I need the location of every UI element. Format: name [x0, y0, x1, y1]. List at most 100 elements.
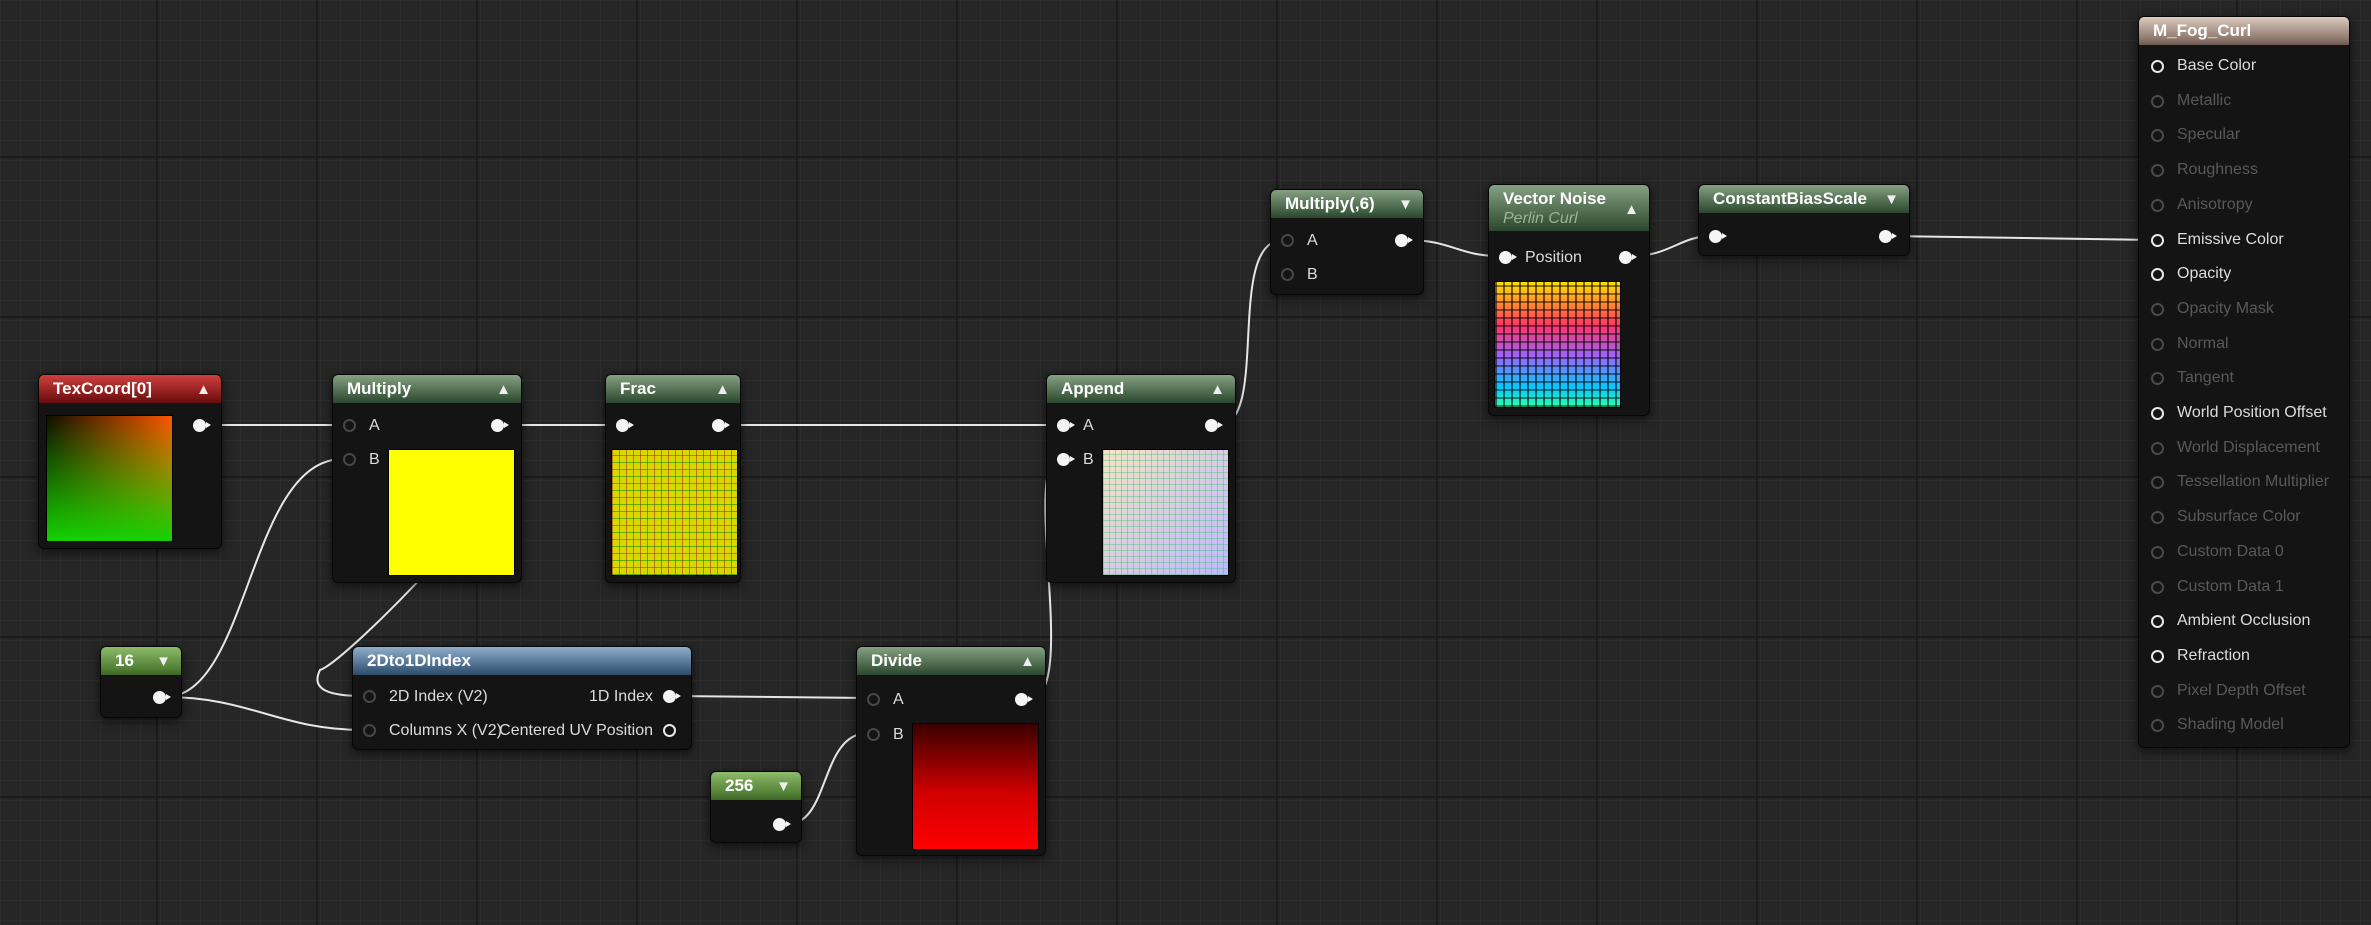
node-const16[interactable]: 16 ▼ — [100, 646, 182, 718]
material-pin-label: Shading Model — [2177, 716, 2284, 734]
node-subtitle: Perlin Curl — [1503, 210, 1578, 227]
input-pin-b[interactable] — [1281, 268, 1294, 281]
node-const16-header[interactable]: 16 ▼ — [101, 647, 181, 675]
node-frac-header[interactable]: Frac ▲ — [606, 375, 740, 403]
output-pin[interactable] — [712, 419, 730, 432]
material-pin-label: Metallic — [2177, 91, 2232, 109]
node-multiply6-header[interactable]: Multiply(,6) ▼ — [1271, 190, 1423, 218]
output-pin[interactable] — [773, 818, 791, 831]
input-pin-position[interactable] — [1499, 251, 1517, 264]
pin-label-a: A — [1307, 232, 1318, 249]
output-pin[interactable] — [1395, 234, 1413, 247]
node-cbs[interactable]: ConstantBiasScale ▼ — [1698, 184, 1910, 256]
output-pin[interactable] — [491, 419, 509, 432]
material-input-pin[interactable] — [2151, 302, 2164, 316]
pin-label-2d-index: 2D Index (V2) — [389, 688, 488, 705]
node-append-header[interactable]: Append ▲ — [1047, 375, 1235, 403]
node-append[interactable]: Append ▲ A B — [1046, 374, 1236, 583]
pin-label-b: B — [369, 451, 380, 468]
node-title: ConstantBiasScale — [1713, 189, 1867, 208]
output-pin-centered-uv[interactable] — [663, 724, 676, 737]
input-pin[interactable] — [1709, 230, 1727, 243]
node-vectornoise[interactable]: Vector Noise Perlin Curl ▲ Position — [1488, 184, 1650, 416]
input-pin-a[interactable] — [343, 419, 356, 432]
node-const256-header[interactable]: 256 ▼ — [711, 772, 801, 800]
output-pin[interactable] — [153, 691, 171, 704]
node-title: 2Dto1DIndex — [367, 651, 471, 670]
output-pin[interactable] — [1015, 693, 1033, 706]
node-multiply6[interactable]: Multiply(,6) ▼ A B — [1270, 189, 1424, 295]
node-cbs-header[interactable]: ConstantBiasScale ▼ — [1699, 185, 1909, 213]
expand-arrow-icon[interactable]: ▼ — [1398, 196, 1413, 213]
material-input-pin[interactable] — [2151, 337, 2164, 351]
material-input-pin[interactable] — [2151, 129, 2164, 143]
node-2dto1dindex-header[interactable]: 2Dto1DIndex — [353, 647, 691, 675]
material-pin-label: Pixel Depth Offset — [2177, 681, 2306, 699]
material-pin-label: Refraction — [2177, 646, 2250, 664]
material-input-pin[interactable] — [2151, 198, 2164, 212]
material-input-pin[interactable] — [2151, 476, 2164, 490]
material-input-pin[interactable] — [2151, 268, 2164, 282]
material-pin-label: Anisotropy — [2177, 195, 2253, 213]
material-input-pin[interactable] — [2151, 372, 2164, 386]
collapse-arrow-icon[interactable]: ▲ — [1020, 653, 1035, 670]
node-title: Multiply(,6) — [1285, 194, 1375, 213]
collapse-arrow-icon[interactable]: ▲ — [1624, 201, 1639, 218]
pin-label-b: B — [893, 726, 904, 743]
material-input-pin[interactable] — [2151, 233, 2164, 247]
collapse-arrow-icon[interactable]: ▲ — [496, 381, 511, 398]
material-input-pin[interactable] — [2151, 719, 2164, 733]
output-pin[interactable] — [1205, 419, 1223, 432]
output-pin[interactable] — [1619, 251, 1637, 264]
material-input-pin[interactable] — [2151, 545, 2164, 559]
material-input-pin[interactable] — [2151, 164, 2164, 178]
material-pin-label: World Position Offset — [2177, 404, 2327, 421]
input-pin[interactable] — [616, 419, 634, 432]
node-frac[interactable]: Frac ▲ — [605, 374, 741, 583]
node-texcoord-header[interactable]: TexCoord[0] ▲ — [39, 375, 221, 403]
collapse-arrow-icon[interactable]: ▲ — [715, 381, 730, 398]
node-texcoord[interactable]: TexCoord[0] ▲ — [38, 374, 222, 549]
material-input-pin[interactable] — [2151, 60, 2164, 73]
material-input-pin[interactable] — [2151, 615, 2164, 629]
material-input-pin[interactable] — [2151, 407, 2164, 420]
expand-arrow-icon[interactable]: ▼ — [776, 778, 791, 795]
collapse-arrow-icon[interactable]: ▲ — [196, 381, 211, 398]
pin-label-a: A — [369, 417, 380, 434]
material-input-pin[interactable] — [2151, 441, 2164, 455]
node-vectornoise-header[interactable]: Vector Noise Perlin Curl ▲ — [1489, 185, 1649, 231]
input-pin-a[interactable] — [867, 693, 880, 706]
output-pin-1d-index[interactable] — [663, 690, 681, 703]
material-pin-label: Ambient Occlusion — [2177, 612, 2311, 630]
pin-label-1d-index: 1D Index — [588, 688, 653, 705]
expand-arrow-icon[interactable]: ▼ — [1884, 191, 1899, 208]
output-pin[interactable] — [193, 419, 211, 432]
expand-arrow-icon[interactable]: ▼ — [156, 653, 171, 670]
material-header[interactable]: M_Fog_Curl — [2139, 17, 2349, 45]
input-pin-2d-index[interactable] — [363, 690, 376, 703]
node-divide[interactable]: Divide ▲ A B — [856, 646, 1046, 856]
node-const256[interactable]: 256 ▼ — [710, 771, 802, 843]
node-divide-header[interactable]: Divide ▲ — [857, 647, 1045, 675]
input-pin-columns[interactable] — [363, 724, 376, 737]
input-pin-b[interactable] — [867, 728, 880, 741]
preview-thumbnail — [1102, 449, 1229, 576]
material-pin-label: Emissive Color — [2177, 230, 2284, 248]
input-pin-a[interactable] — [1057, 419, 1075, 432]
input-pin-b[interactable] — [343, 453, 356, 466]
node-multiply-header[interactable]: Multiply ▲ — [333, 375, 521, 403]
input-pin-b[interactable] — [1057, 453, 1075, 466]
node-title: Append — [1061, 379, 1125, 398]
input-pin-a[interactable] — [1281, 234, 1294, 247]
material-input-pin[interactable] — [2151, 684, 2164, 698]
node-multiply[interactable]: Multiply ▲ A B — [332, 374, 522, 583]
collapse-arrow-icon[interactable]: ▲ — [1210, 381, 1225, 398]
material-input-pin[interactable] — [2151, 511, 2164, 525]
node-2dto1dindex[interactable]: 2Dto1DIndex 2D Index (V2) 1D Index Colum… — [352, 646, 692, 750]
material-input-pin[interactable] — [2151, 649, 2164, 663]
material-input-pin[interactable] — [2151, 580, 2164, 594]
material-input-pin[interactable] — [2151, 94, 2164, 108]
output-pin[interactable] — [1879, 230, 1897, 243]
wire-const16-to-columns — [164, 696, 364, 731]
